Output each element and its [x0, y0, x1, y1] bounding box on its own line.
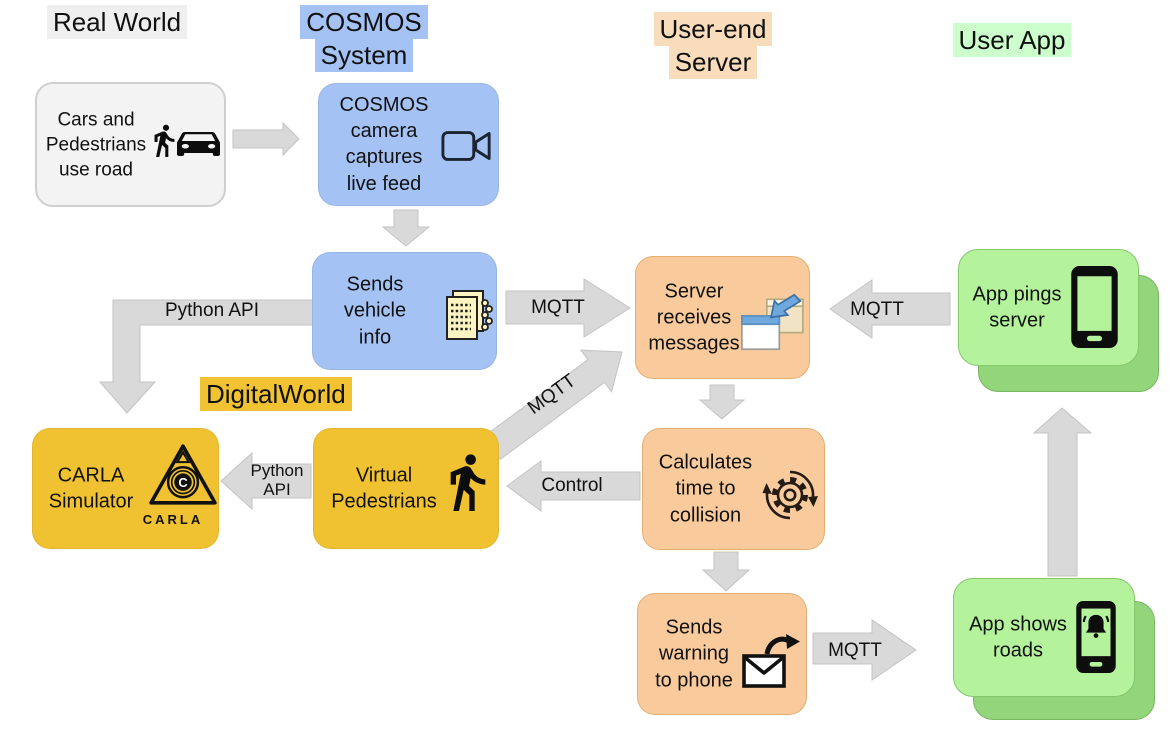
- node-virtual-pedestrians: Virtual Pedestrians: [313, 428, 499, 549]
- edge-label-control: Control: [541, 475, 603, 496]
- arrow-camera-to-vehicle-info: [381, 209, 431, 247]
- arrow-appshows-to-apppings: [1032, 407, 1093, 577]
- carla-logo-text: CARLA: [142, 512, 204, 527]
- node-label: CARLA Simulator: [48, 464, 134, 513]
- node-app-shows-roads: App shows roads: [953, 578, 1135, 697]
- arrow-vehicle-info-to-server: [505, 278, 631, 338]
- column-header-user-end-server: User-end Server: [633, 12, 793, 80]
- node-label: Cars and Pedestrians use road: [45, 108, 147, 181]
- arrow-road-to-camera: [232, 121, 300, 157]
- node-label: Sends vehicle info: [343, 273, 407, 349]
- node-label: COSMOS camera captures live feed: [339, 93, 429, 195]
- node-label: Calculates time to collision: [658, 451, 753, 527]
- phone-alert-icon: [1076, 601, 1116, 673]
- video-camera-icon: [441, 131, 491, 161]
- edge-label-mqtt-vehicle-info: MQTT: [531, 297, 585, 318]
- column-header-real-world: Real World: [37, 5, 197, 39]
- node-app-pings-server: App pings server: [958, 249, 1139, 366]
- arrow-virtual-to-server: [483, 349, 623, 461]
- edge-label-mqtt-warning: MQTT: [828, 640, 882, 661]
- arrow-calculates-to-virtual-control: [506, 460, 641, 512]
- column-header-user-app-label: User App: [952, 23, 1072, 57]
- column-header-cosmos-system: COSMOS System: [284, 5, 444, 73]
- column-header-user-app: User App: [932, 23, 1092, 57]
- pedestrian-icon: [154, 124, 175, 157]
- section-label-digitalworld-text: DigitalWorld: [200, 377, 352, 411]
- arrow-app-to-server: [829, 279, 951, 339]
- gear-cycle-icon: [762, 470, 818, 520]
- arrow-calculates-to-warning: [701, 551, 751, 592]
- vehicle-data-document-icon: [446, 290, 493, 340]
- carla-logo: C: [149, 444, 217, 505]
- node-label: Virtual Pedestrians: [331, 464, 437, 513]
- node-calculates-time-to-collision: Calculates time to collision: [642, 428, 825, 550]
- car-icon: [177, 132, 220, 156]
- edge-label-mqtt-app-ping: MQTT: [850, 299, 904, 320]
- node-server-receives-messages: Server receives messages: [635, 256, 810, 379]
- edge-label-python-api: Python API: [164, 300, 259, 321]
- walking-person-icon: [450, 454, 486, 511]
- edge-label-python-api-small: Python API: [250, 461, 304, 500]
- column-header-cosmos-system-label: COSMOS System: [300, 5, 428, 73]
- node-carla-simulator: CARLA Simulator C CARLA: [32, 428, 219, 549]
- arrow-server-to-calculates: [698, 384, 746, 420]
- column-header-user-end-server-label: User-end Server: [653, 12, 773, 80]
- section-label-digitalworld: DigitalWorld: [200, 377, 352, 411]
- arrow-warning-to-app: [812, 619, 917, 681]
- node-label: App shows roads: [969, 613, 1067, 662]
- send-message-icon: [742, 634, 800, 688]
- node-cars-and-pedestrians: Cars and Pedestrians use road: [35, 82, 226, 207]
- node-cosmos-camera: COSMOS camera captures live feed: [318, 83, 499, 206]
- arrow-vehicle-info-to-carla-elbow: [98, 299, 316, 414]
- carla-logo-letter: C: [178, 475, 187, 490]
- node-sends-vehicle-info: Sends vehicle info: [312, 252, 497, 370]
- arrow-virtual-to-carla: [220, 451, 312, 511]
- node-sends-warning-to-phone: Sends warning to phone: [637, 593, 807, 715]
- incoming-message-icon: [741, 293, 804, 351]
- node-label: App pings server: [972, 283, 1062, 332]
- node-label: Sends warning to phone: [655, 616, 733, 692]
- column-header-real-world-label: Real World: [46, 5, 188, 39]
- node-label: Server receives messages: [648, 279, 740, 355]
- smartphone-icon: [1071, 266, 1118, 348]
